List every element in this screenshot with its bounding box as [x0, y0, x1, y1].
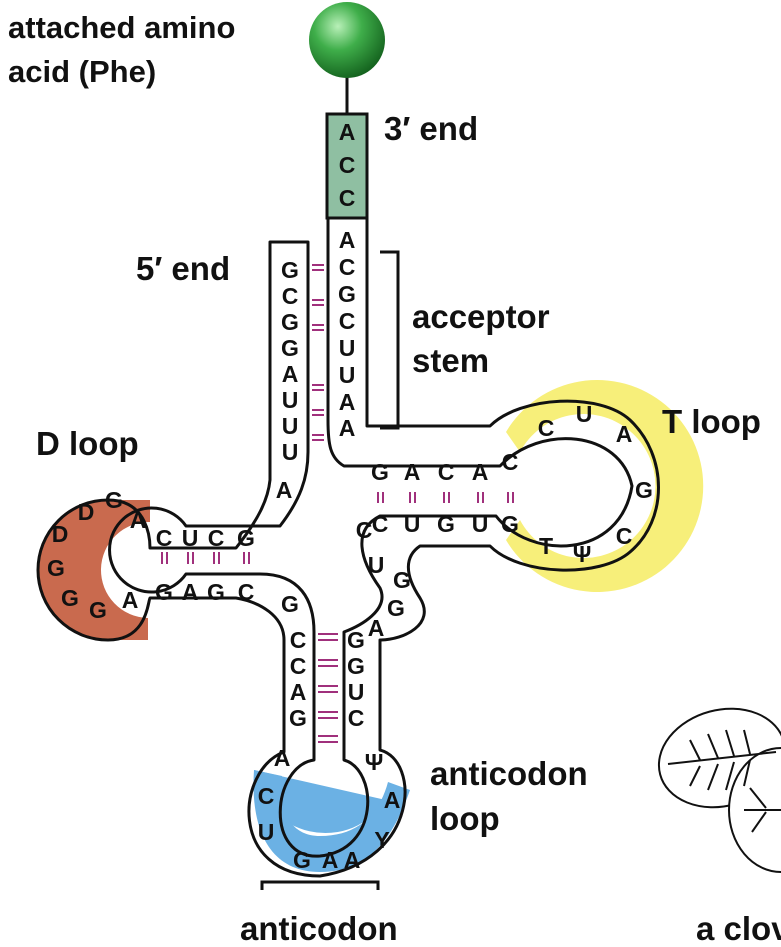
nucleotide-acc-end-3: C — [339, 185, 356, 211]
nucleotide-d-stem-top-2: U — [182, 525, 199, 551]
nucleotide-t-loop-5: C — [616, 523, 633, 549]
anticodon-loop-label-line2: loop — [430, 800, 500, 837]
anticodon-stem-bonds — [318, 634, 338, 742]
nucleotide-t-stem-top-4: A — [472, 459, 489, 485]
nucleotide-anticodon-stem-right-2: G — [347, 653, 365, 679]
t-stem-bonds — [378, 492, 513, 503]
acceptor-stem-label-line2: stem — [412, 342, 489, 379]
nucleotide-three-prime-strand-5: U — [339, 335, 356, 361]
nucleotide-five-prime-strand-4: G — [281, 335, 299, 361]
nucleotide-variable-loop-4: G — [387, 595, 405, 621]
acceptor-stem-bonds — [312, 265, 324, 440]
nucleotide-d-stem-bottom-1: G — [155, 579, 173, 605]
nucleotide-anticodon-stem-left-5: G — [289, 705, 307, 731]
nucleotide-d-stem-top-1: C — [156, 525, 173, 551]
nucleotide-t-loop-6: Ψ — [573, 541, 592, 567]
amino-acid-ball — [309, 2, 385, 78]
nucleotide-anticodon-stem-right-1: G — [347, 627, 365, 653]
nucleotide-three-prime-strand-6: U — [339, 362, 356, 388]
nucleotide-three-prime-strand-1: A — [339, 227, 356, 253]
nucleotide-three-prime-strand-2: C — [339, 254, 356, 280]
nucleotide-five-prime-strand-8: U — [282, 439, 299, 465]
nucleotide-t-loop-1: C — [538, 415, 555, 441]
nucleotide-t-stem-bottom-4: U — [472, 511, 489, 537]
nucleotide-d-loop-6: G — [61, 585, 79, 611]
nucleotide-five-prime-strand-5: A — [282, 361, 299, 387]
nucleotide-three-prime-strand-4: C — [339, 308, 356, 334]
nucleotide-acc-end-2: C — [339, 152, 356, 178]
nucleotide-anticodon-stem-left-3: C — [290, 653, 307, 679]
nucleotide-d-loop-3: D — [78, 499, 95, 525]
nucleotide-five-prime-strand-3: G — [281, 309, 299, 335]
nucleotide-variable-loop-2: U — [368, 552, 385, 578]
nucleotide-d-stem-top-4: G — [237, 525, 255, 551]
t-loop-label: T loop — [662, 403, 761, 440]
nucleotide-variable-loop-1: C — [356, 517, 373, 543]
cloverleaf-leaf-sketch — [648, 695, 781, 872]
nucleotide-t-stem-bottom-1: C — [372, 511, 389, 537]
nucleotide-anticodon-loop-2: C — [258, 783, 275, 809]
anticodon-bracket — [262, 882, 378, 890]
nucleotide-anticodon-loop-8: A — [384, 787, 401, 813]
nucleotide-anticodon-stem-left-4: A — [290, 679, 307, 705]
nucleotide-anticodon-stem-right-3: U — [348, 679, 365, 705]
amino-acid-label-line1: attached amino — [8, 10, 235, 45]
nucleotide-anticodon-loop-6: A — [344, 847, 361, 873]
three-prime-end-label: 3′ end — [384, 110, 478, 147]
nucleotide-anticodon-stem-left-1: G — [281, 591, 299, 617]
nucleotide-d-loop-4: D — [52, 521, 69, 547]
nucleotide-anticodon-loop-7: Y — [374, 827, 389, 853]
nucleotide-d-loop-5: G — [47, 555, 65, 581]
nucleotide-anticodon-loop-9: Ψ — [365, 749, 384, 775]
nucleotide-anticodon-stem-right-4: C — [348, 705, 365, 731]
nucleotide-t-loop-4: G — [635, 477, 653, 503]
nucleotide-d-loop-7: G — [89, 597, 107, 623]
nucleotide-anticodon-loop-5: A — [322, 847, 339, 873]
nucleotide-d-loop-1: A — [130, 507, 147, 533]
nucleotide-t-stem-bottom-2: U — [404, 511, 421, 537]
nucleotide-five-prime-strand-7: U — [282, 413, 299, 439]
nucleotide-d-stem-top-3: C — [208, 525, 225, 551]
nucleotide-anticodon-stem-left-2: C — [290, 627, 307, 653]
nucleotide-variable-loop-5: A — [368, 615, 385, 641]
nucleotide-t-stem-bottom-5: G — [501, 511, 519, 537]
nucleotide-five-prime-strand-9: A — [276, 477, 293, 503]
acceptor-stem-label-line1: acceptor — [412, 298, 550, 335]
anticodon-loop-label-line1: anticodon — [430, 755, 588, 792]
nucleotide-anticodon-loop-3: U — [258, 819, 275, 845]
nucleotide-d-stem-bottom-3: G — [207, 579, 225, 605]
nucleotide-t-stem-top-3: C — [438, 459, 455, 485]
nucleotide-t-stem-bottom-3: G — [437, 511, 455, 537]
five-prime-end-label: 5′ end — [136, 250, 230, 287]
d-stem-bonds — [162, 552, 249, 564]
nucleotide-anticodon-loop-1: A — [274, 745, 291, 771]
nucleotide-t-stem-top-5: C — [502, 449, 519, 475]
nucleotide-t-stem-top-2: A — [404, 459, 421, 485]
nucleotide-d-loop-8: A — [122, 587, 139, 613]
nucleotide-three-prime-strand-7: A — [339, 389, 356, 415]
nucleotide-five-prime-strand-1: G — [281, 257, 299, 283]
nucleotide-five-prime-strand-2: C — [282, 283, 299, 309]
amino-acid-label-line2: acid (Phe) — [8, 54, 156, 89]
nucleotide-t-loop-2: U — [576, 401, 593, 427]
nucleotide-acc-end-1: A — [339, 119, 356, 145]
nucleotide-d-stem-bottom-2: A — [182, 579, 199, 605]
nucleotide-t-loop-3: A — [616, 421, 633, 447]
cloverleaf-caption: a clov — [696, 910, 781, 947]
nucleotide-t-loop-7: T — [539, 533, 553, 559]
nucleotide-d-loop-2: G — [105, 487, 123, 513]
nucleotide-three-prime-strand-3: G — [338, 281, 356, 307]
anticodon-label: anticodon — [240, 910, 398, 947]
nucleotide-t-stem-top-1: G — [371, 459, 389, 485]
acceptor-stem-bracket — [380, 252, 398, 428]
nucleotide-d-stem-bottom-4: C — [238, 579, 255, 605]
d-loop-label: D loop — [36, 425, 139, 462]
nucleotide-three-prime-strand-8: A — [339, 415, 356, 441]
nucleotide-variable-loop-3: G — [393, 567, 411, 593]
nucleotide-anticodon-loop-4: G — [293, 847, 311, 873]
nucleotide-five-prime-strand-6: U — [282, 387, 299, 413]
